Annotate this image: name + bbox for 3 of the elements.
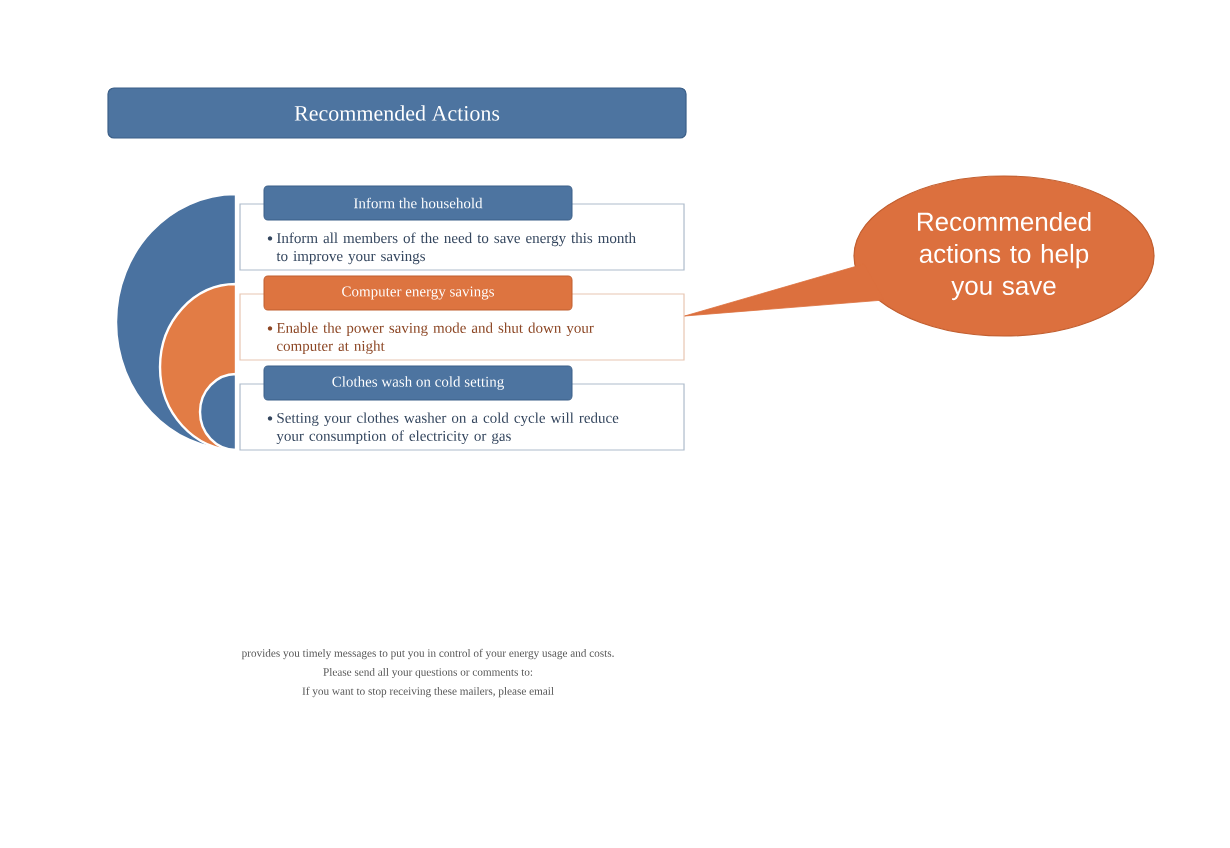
speech-bubble: Recommended actions to help you save <box>853 175 1155 337</box>
callout-pointer <box>684 263 885 317</box>
title-banner: Recommended Actions <box>107 87 687 139</box>
